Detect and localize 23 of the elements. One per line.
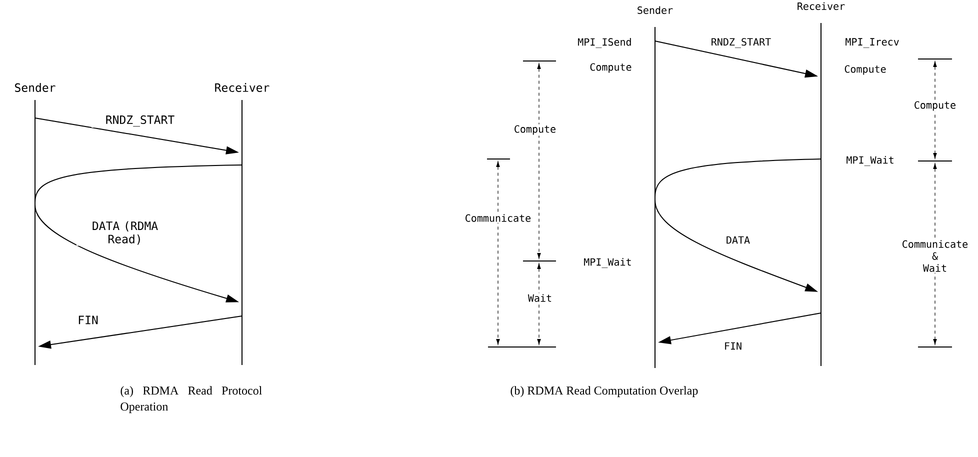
edge-label: DATA (RDMA Read) bbox=[92, 221, 158, 245]
event-label: Compute bbox=[844, 65, 886, 75]
annotation-label: Compute bbox=[914, 101, 956, 111]
caption: (a) RDMA Read Protocol Operation bbox=[120, 386, 262, 414]
lifeline: Sender bbox=[638, 6, 673, 368]
event-label: MPI_Irecv bbox=[846, 38, 899, 48]
edge-label: DATA bbox=[726, 236, 750, 244]
edge-label: RNDZ_START bbox=[106, 115, 174, 127]
event-label: MPI_Wait bbox=[846, 156, 894, 166]
lifeline: Receiver bbox=[215, 83, 270, 366]
event-label: Compute bbox=[590, 63, 632, 73]
event-label: MPI_Wait bbox=[584, 258, 631, 268]
event-label: MPI_ISend bbox=[578, 38, 631, 48]
caption: (b) RDMA Read Computation Overlap bbox=[510, 386, 698, 398]
edge-label: FIN bbox=[725, 342, 742, 350]
lifeline: Receiver bbox=[798, 2, 845, 366]
lifeline: Sender bbox=[15, 83, 56, 366]
edge-label: RNDZ_START bbox=[712, 38, 771, 48]
annotation-label: Compute bbox=[514, 125, 556, 135]
annotation-label: Communicate & Wait bbox=[902, 240, 968, 272]
annotation-label: Wait bbox=[528, 294, 552, 302]
edge-label: FIN bbox=[78, 316, 98, 324]
annotation-label: Communicate bbox=[466, 214, 531, 222]
